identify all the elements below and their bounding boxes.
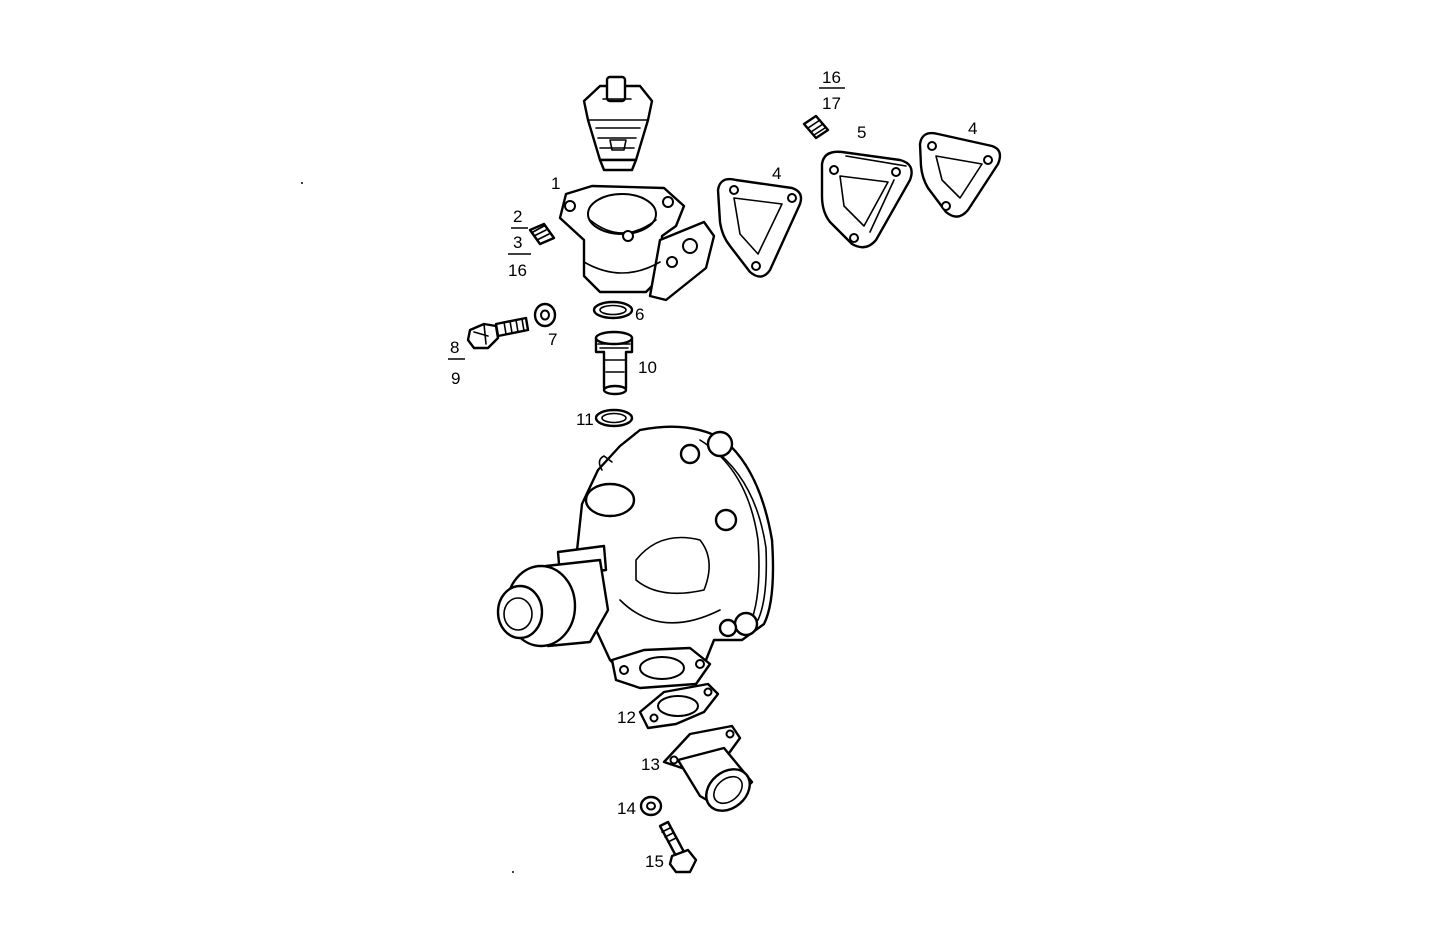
callout-4: 4 bbox=[772, 164, 781, 183]
callout-1: 1 bbox=[551, 174, 560, 193]
bolt-15 bbox=[658, 820, 698, 874]
callout-13: 13 bbox=[641, 755, 660, 774]
callout-17: 17 bbox=[822, 94, 841, 113]
callout-10: 10 bbox=[638, 358, 657, 377]
bolt-8 bbox=[466, 316, 530, 350]
gasket-12 bbox=[638, 682, 720, 730]
thermostat bbox=[582, 75, 654, 172]
o-ring-6 bbox=[592, 300, 634, 320]
washer-7 bbox=[533, 302, 557, 328]
callout-16: 16 bbox=[822, 68, 841, 87]
callout-12: 12 bbox=[617, 708, 636, 727]
callout-16: 16 bbox=[508, 261, 527, 280]
callout-15: 15 bbox=[645, 852, 664, 871]
callout-3: 3 bbox=[513, 233, 522, 252]
callout-9: 9 bbox=[451, 369, 460, 388]
callout-2: 2 bbox=[513, 207, 522, 226]
callout-4: 4 bbox=[968, 119, 977, 138]
callout-14: 14 bbox=[617, 799, 636, 818]
gasket-4-right bbox=[918, 131, 1002, 218]
callout-labels: 1 2 3 16 16 17 4 5 4 6 7 8 9 10 11 12 13… bbox=[448, 68, 977, 871]
callout-11: 11 bbox=[576, 410, 594, 429]
callout-5: 5 bbox=[857, 123, 866, 142]
callout-7: 7 bbox=[548, 330, 557, 349]
connector-pipe-10 bbox=[594, 330, 634, 396]
washer-14 bbox=[639, 795, 663, 817]
callout-6: 6 bbox=[635, 305, 644, 324]
water-pump-body bbox=[496, 425, 775, 690]
stud-2 bbox=[528, 222, 556, 246]
o-ring-11 bbox=[594, 408, 634, 428]
stud-16 bbox=[802, 114, 830, 140]
thermostat-housing bbox=[558, 184, 716, 302]
callout-8: 8 bbox=[450, 338, 459, 357]
cover-5 bbox=[820, 150, 913, 249]
elbow-pipe-13 bbox=[662, 724, 754, 812]
gasket-4-left bbox=[716, 177, 803, 278]
